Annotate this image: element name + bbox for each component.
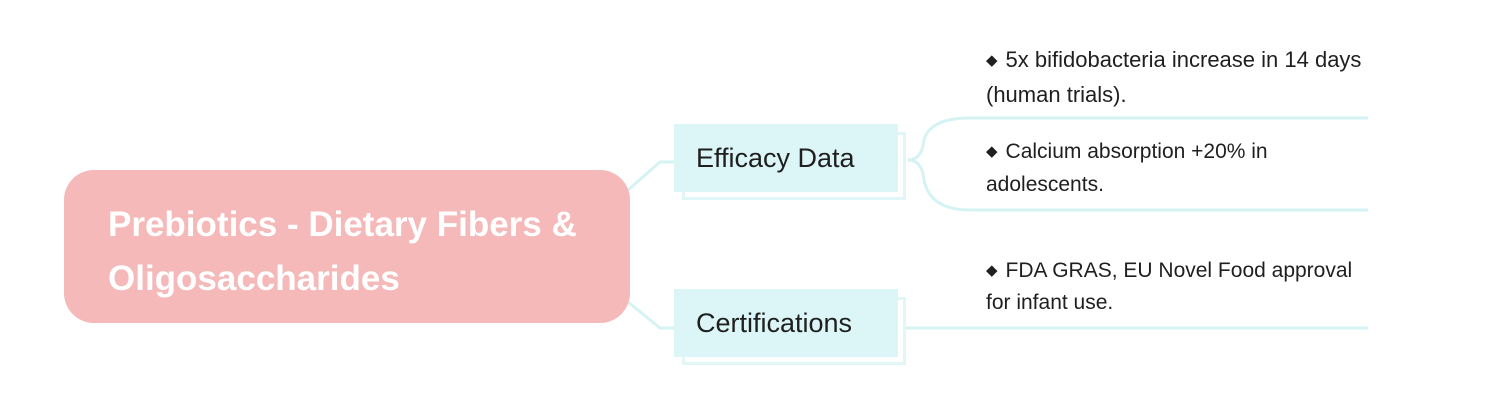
leaf-node-fda-gras[interactable]: ◆FDA GRAS, EU Novel Food approval for in…	[986, 255, 1356, 319]
branch-node-face: Certifications	[674, 289, 898, 357]
branch-node-efficacy-data[interactable]: Efficacy Data	[674, 124, 906, 200]
branch-node-face: Efficacy Data	[674, 124, 898, 192]
root-node[interactable]: Prebiotics - Dietary Fibers & Oligosacch…	[64, 170, 630, 323]
leaf-node-label: 5x bifidobacteria increase in 14 days (h…	[986, 47, 1362, 107]
connector-efficacy-to-leaf-1	[907, 116, 1368, 162]
branch-node-label: Certifications	[696, 307, 853, 338]
diamond-bullet-icon: ◆	[986, 262, 998, 279]
branch-node-certifications[interactable]: Certifications	[674, 289, 906, 365]
branch-node-label: Efficacy Data	[696, 142, 855, 173]
leaf-node-bifidobacteria[interactable]: ◆5x bifidobacteria increase in 14 days (…	[986, 43, 1376, 112]
connector-efficacy-to-leaf-2	[907, 158, 1368, 212]
diamond-bullet-icon: ◆	[986, 143, 998, 160]
diamond-bullet-icon: ◆	[986, 52, 998, 69]
leaf-node-label: FDA GRAS, EU Novel Food approval for inf…	[986, 259, 1353, 314]
connector-root-to-efficacy	[627, 160, 676, 192]
leaf-node-calcium-absorption[interactable]: ◆Calcium absorption +20% in adolescents.	[986, 135, 1356, 201]
connector-root-to-certifications	[627, 300, 676, 330]
root-node-label: Prebiotics - Dietary Fibers & Oligosacch…	[108, 205, 577, 298]
leaf-node-label: Calcium absorption +20% in adolescents.	[986, 140, 1268, 196]
